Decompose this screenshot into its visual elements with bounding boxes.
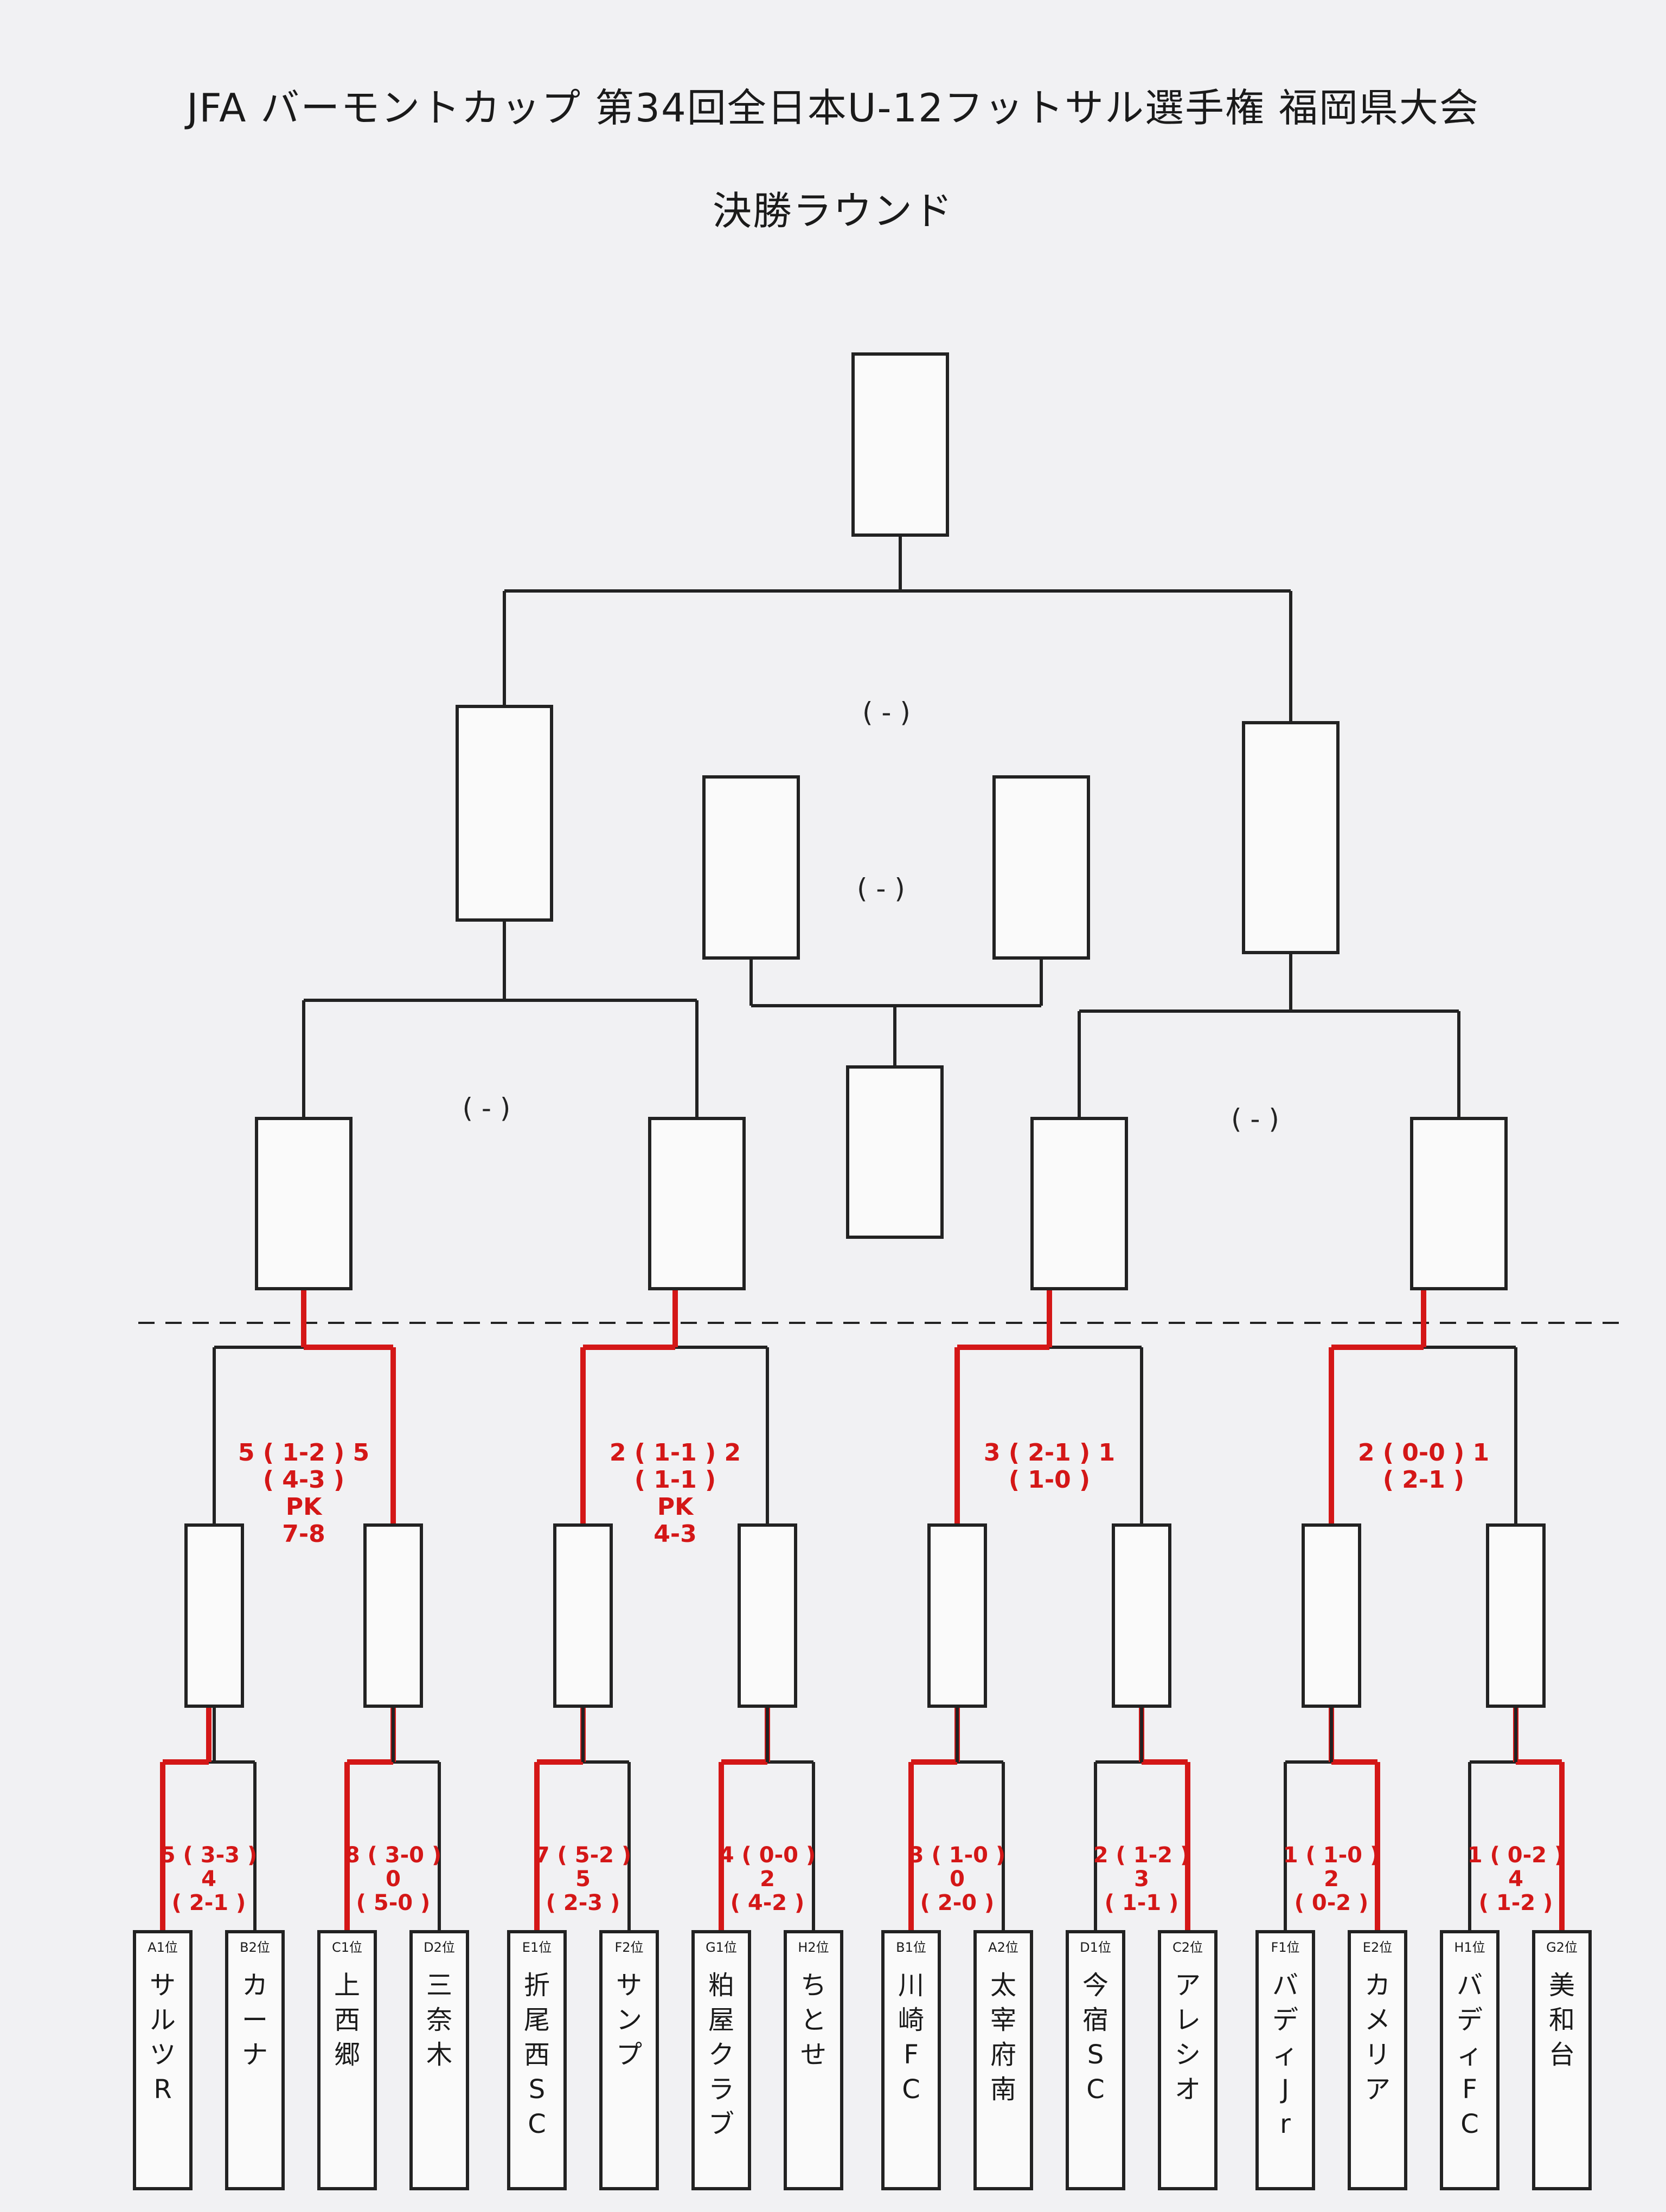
tournament-title: JFA バーモントカップ 第34回全日本U-12フットサル選手権 福岡県大会 — [187, 85, 1479, 131]
quarterfinal-team-box — [1030, 1117, 1128, 1290]
team-seed: D1位 — [1080, 1940, 1111, 1955]
empty-score: ( - ) — [462, 1092, 511, 1124]
team-name: バ デ ィ J r — [1272, 1970, 1298, 2139]
team-name: 川 崎 F C — [898, 1970, 924, 2105]
team-box — [317, 1930, 377, 2190]
empty-score: ( - ) — [1231, 1103, 1279, 1135]
match-score: 1 ( 1-0 ) 2 ( 0-2 ) — [1283, 1843, 1380, 1915]
team-name: 太 宰 府 南 — [990, 1970, 1016, 2105]
team-seed: C2位 — [1172, 1940, 1203, 1955]
quarterfinal-team-box — [255, 1117, 353, 1290]
team-name: カ メ リ ア — [1364, 1970, 1391, 2105]
team-box — [881, 1930, 941, 2190]
team-box — [1066, 1930, 1125, 2190]
team-seed: C1位 — [331, 1940, 363, 1955]
team-name: サ ル ツ R — [149, 1970, 176, 2105]
match-score: 2 ( 1-2 ) 3 ( 1-1 ) — [1093, 1843, 1190, 1915]
team-box — [507, 1930, 567, 2190]
team-box — [1440, 1930, 1500, 2190]
team-box — [691, 1930, 751, 2190]
semifinal-team-box — [456, 705, 553, 922]
match-score: 1 ( 0-2 ) 4 ( 1-2 ) — [1467, 1843, 1565, 1915]
team-box — [1532, 1930, 1592, 2190]
team-seed: G2位 — [1546, 1940, 1578, 1955]
match-score: 8 ( 3-0 ) 0 ( 5-0 ) — [344, 1843, 442, 1915]
third-place-winner-box — [846, 1065, 944, 1239]
empty-score: ( - ) — [862, 697, 911, 728]
team-box — [133, 1930, 193, 2190]
team-seed: A1位 — [148, 1940, 178, 1955]
team-box — [599, 1930, 659, 2190]
team-name: ア レ シ オ — [1174, 1970, 1201, 2105]
team-seed: B2位 — [240, 1940, 270, 1955]
team-seed: H2位 — [798, 1940, 829, 1955]
round2-team-box — [738, 1523, 797, 1708]
team-seed: F1位 — [1271, 1940, 1300, 1955]
round2-team-box — [1112, 1523, 1171, 1708]
team-box — [225, 1930, 285, 2190]
team-box — [1348, 1930, 1407, 2190]
team-seed: D2位 — [424, 1940, 455, 1955]
round2-team-box — [363, 1523, 423, 1708]
semifinal-team-box — [1242, 721, 1340, 954]
team-seed: H1位 — [1454, 1940, 1485, 1955]
match-score: 3 ( 1-0 ) 0 ( 2-0 ) — [908, 1843, 1006, 1915]
match-score: 2 ( 0-0 ) 1 ( 2-1 ) — [1357, 1439, 1490, 1494]
match-score: 3 ( 2-1 ) 1 ( 1-0 ) — [983, 1439, 1116, 1494]
team-name: バ デ ィ F C — [1456, 1970, 1483, 2139]
team-box — [1158, 1930, 1218, 2190]
team-box — [1255, 1930, 1315, 2190]
quarterfinal-team-box — [1410, 1117, 1508, 1290]
match-score: 4 ( 0-0 ) 2 ( 4-2 ) — [719, 1843, 816, 1915]
round2-team-box — [927, 1523, 987, 1708]
team-name: 上 西 郷 — [334, 1970, 360, 2070]
match-score: 5 ( 3-3 ) 4 ( 2-1 ) — [160, 1843, 258, 1915]
team-seed: A2位 — [988, 1940, 1018, 1955]
team-box — [973, 1930, 1033, 2190]
team-box — [784, 1930, 843, 2190]
third-place-team-box — [702, 775, 800, 960]
team-name: 美 和 台 — [1548, 1970, 1575, 2070]
round-title: 決勝ラウンド — [712, 188, 953, 234]
round2-team-box — [553, 1523, 613, 1708]
match-score: 7 ( 5-2 ) 5 ( 2-3 ) — [534, 1843, 632, 1915]
team-seed: E1位 — [522, 1940, 552, 1955]
team-name: 粕 屋 ク ラ ブ — [708, 1970, 734, 2139]
team-name: サ ン プ — [616, 1970, 642, 2070]
team-name: カ ー ナ — [241, 1970, 268, 2070]
match-score: 2 ( 1-1 ) 2 ( 1-1 ) PK 4-3 — [609, 1439, 741, 1548]
team-seed: B1位 — [896, 1940, 926, 1955]
team-name: ち と せ — [800, 1970, 826, 2070]
team-seed: E2位 — [1362, 1940, 1393, 1955]
round2-team-box — [184, 1523, 244, 1708]
quarterfinal-team-box — [648, 1117, 746, 1290]
champion-box — [851, 352, 949, 537]
team-seed: G1位 — [706, 1940, 737, 1955]
third-place-team-box — [992, 775, 1090, 960]
team-name: 今 宿 S C — [1082, 1970, 1108, 2105]
round2-team-box — [1302, 1523, 1361, 1708]
round2-team-box — [1486, 1523, 1546, 1708]
match-score: 5 ( 1-2 ) 5 ( 4-3 ) PK 7-8 — [238, 1439, 370, 1548]
team-name: 三 奈 木 — [426, 1970, 452, 2070]
team-box — [409, 1930, 469, 2190]
empty-score: ( - ) — [857, 873, 905, 904]
team-seed: F2位 — [614, 1940, 644, 1955]
team-name: 折 尾 西 S C — [523, 1970, 550, 2139]
